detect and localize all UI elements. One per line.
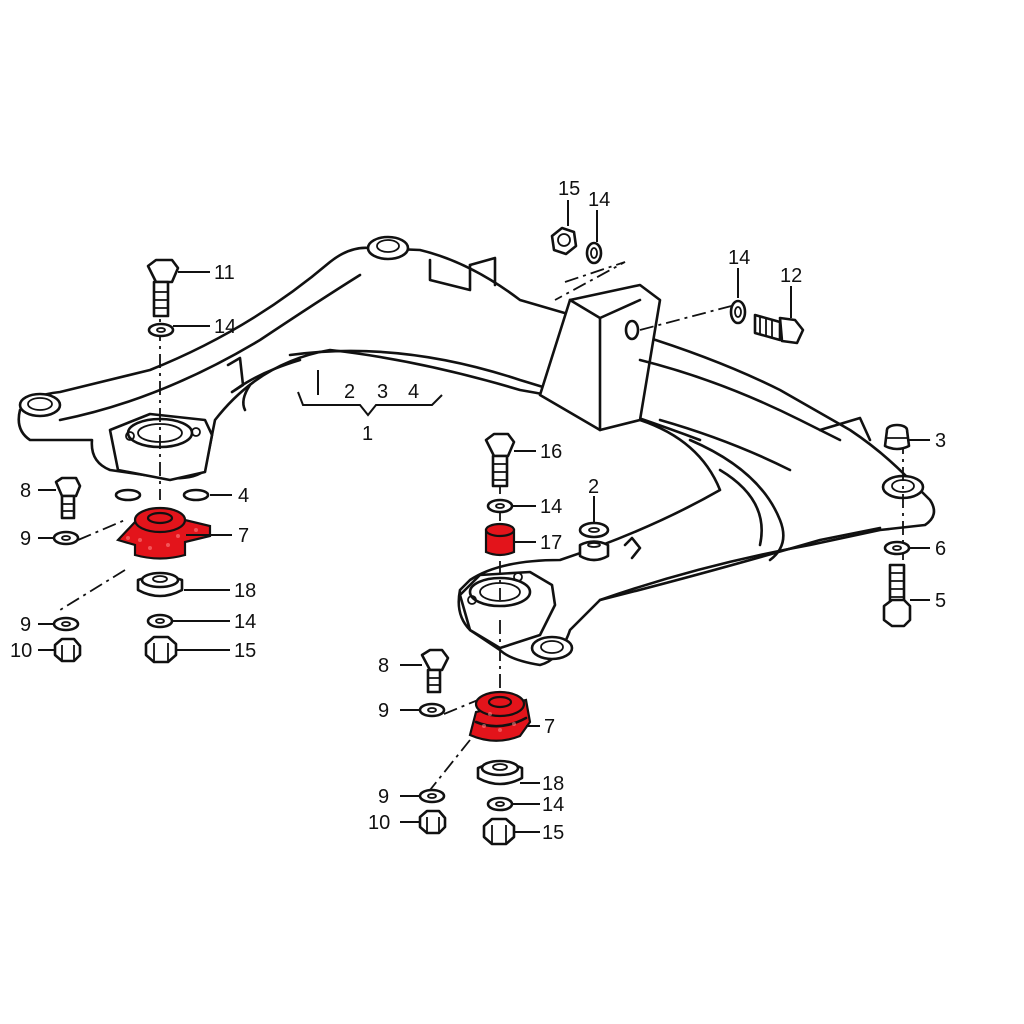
nut-10-mid [418, 809, 447, 835]
callout-18-left: 18 [234, 580, 256, 602]
mount-7-mid-highlighted [468, 690, 532, 742]
callout-7-mid: 7 [544, 716, 555, 738]
callout-4-sub: 4 [408, 381, 419, 403]
nut-15-mid [482, 817, 516, 846]
callout-3-sub: 3 [377, 381, 388, 403]
nut-15-left [144, 635, 178, 664]
nut-top [550, 226, 578, 256]
bolt-12 [753, 313, 805, 345]
callout-9-left-a: 9 [20, 528, 31, 550]
washer-right [729, 299, 747, 325]
callout-2-mid: 2 [588, 476, 599, 498]
washers-4 [114, 488, 210, 502]
callout-7-left: 7 [238, 525, 249, 547]
buffer-3 [883, 423, 911, 451]
callout-14-top: 14 [588, 189, 610, 211]
callout-4-left: 4 [238, 485, 249, 507]
callout-14-right: 14 [728, 247, 750, 269]
rubber-2 [578, 521, 610, 562]
callout-14-left-low: 14 [234, 611, 256, 633]
subframe [17, 235, 936, 667]
callout-1: 1 [362, 423, 373, 445]
callout-11: 11 [214, 262, 235, 284]
washer-9-mid-b [418, 788, 446, 804]
washer-9-left-b [52, 616, 80, 632]
callout-15-left: 15 [234, 640, 256, 662]
callout-labels: 15 14 14 12 11 14 2 3 4 1 3 16 14 2 17 8… [10, 178, 946, 844]
bolt-5 [882, 563, 912, 628]
callout-9-mid-b: 9 [378, 786, 389, 808]
callout-6: 6 [935, 538, 946, 560]
callout-16: 16 [540, 441, 562, 463]
mount-7-left-highlighted [115, 506, 212, 560]
callout-17: 17 [540, 532, 562, 554]
callout-9-left-b: 9 [20, 614, 31, 636]
washer-top [585, 241, 603, 265]
callout-10-mid: 10 [368, 812, 390, 834]
leader-lines [38, 200, 930, 833]
callout-5: 5 [935, 590, 946, 612]
callout-15-mid: 15 [542, 822, 564, 844]
bolt-8-left [54, 476, 82, 520]
washer-9-left-a [52, 530, 80, 546]
callout-8-mid: 8 [378, 655, 389, 677]
bolt-16 [484, 432, 516, 488]
nut-10-left [53, 637, 82, 663]
callout-18-mid: 18 [542, 773, 564, 795]
callout-14-mid-low: 14 [542, 794, 564, 816]
sleeve-17-highlighted [484, 522, 516, 557]
callout-15-top: 15 [558, 178, 580, 200]
callout-8-left: 8 [20, 480, 31, 502]
bolt-8-mid [420, 648, 450, 694]
washer-6 [883, 540, 911, 556]
washer-below-bolt-11 [147, 322, 175, 338]
callout-9-mid-a: 9 [378, 700, 389, 722]
washer-14-mid [486, 498, 514, 514]
callout-2-sub: 2 [344, 381, 355, 403]
callout-3-right: 3 [935, 430, 946, 452]
washer-14-left-low [146, 613, 174, 629]
callout-14-mid: 14 [540, 496, 562, 518]
callout-10-left: 10 [10, 640, 32, 662]
bushing-18-left [136, 571, 184, 598]
bushing-18-mid [476, 759, 524, 786]
callout-14-bolt-11: 14 [214, 316, 236, 338]
bolt-11 [146, 258, 180, 318]
washer-14-mid-low [486, 796, 514, 812]
washer-9-mid-a [418, 702, 446, 718]
callout-12: 12 [780, 265, 802, 287]
